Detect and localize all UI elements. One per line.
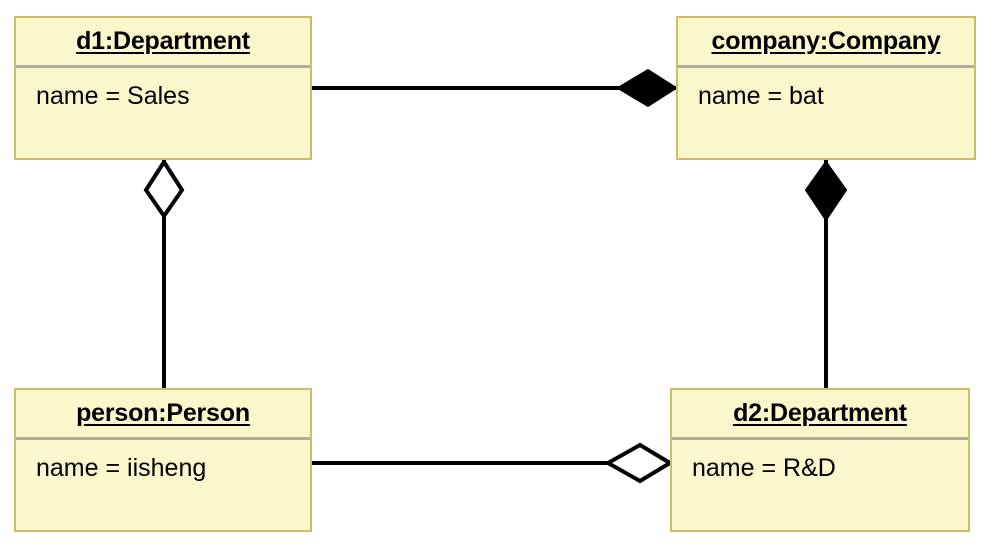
- object-title-d1: d1:Department: [76, 27, 250, 55]
- hollow-diamond-d2-left[interactable]: [603, 442, 674, 484]
- object-box-company[interactable]: company:Company name = bat: [676, 16, 976, 160]
- object-header-d1: d1:Department: [16, 18, 310, 68]
- object-box-person[interactable]: person:Person name = iisheng: [14, 388, 312, 532]
- object-body-d2: name = R&D: [672, 440, 968, 530]
- object-box-d2[interactable]: d2:Department name = R&D: [670, 388, 970, 532]
- object-title-d2: d2:Department: [733, 399, 907, 427]
- object-header-person: person:Person: [16, 390, 310, 440]
- object-title-person: person:Person: [76, 399, 250, 427]
- object-header-company: company:Company: [678, 18, 974, 68]
- object-body-company: name = bat: [678, 68, 974, 158]
- object-slot-person: name = iisheng: [36, 454, 207, 482]
- object-body-person: name = iisheng: [16, 440, 310, 530]
- object-header-d2: d2:Department: [672, 390, 968, 440]
- filled-diamond-company-left[interactable]: [616, 68, 678, 108]
- filled-diamond-company-bottom[interactable]: [804, 160, 848, 222]
- hollow-diamond-d1-bottom[interactable]: [143, 158, 185, 220]
- object-slot-company: name = bat: [698, 82, 824, 110]
- object-body-d1: name = Sales: [16, 68, 310, 158]
- object-box-d1[interactable]: d1:Department name = Sales: [14, 16, 312, 160]
- object-title-company: company:Company: [711, 27, 941, 55]
- object-slot-d1: name = Sales: [36, 82, 190, 110]
- object-slot-d2: name = R&D: [692, 454, 836, 482]
